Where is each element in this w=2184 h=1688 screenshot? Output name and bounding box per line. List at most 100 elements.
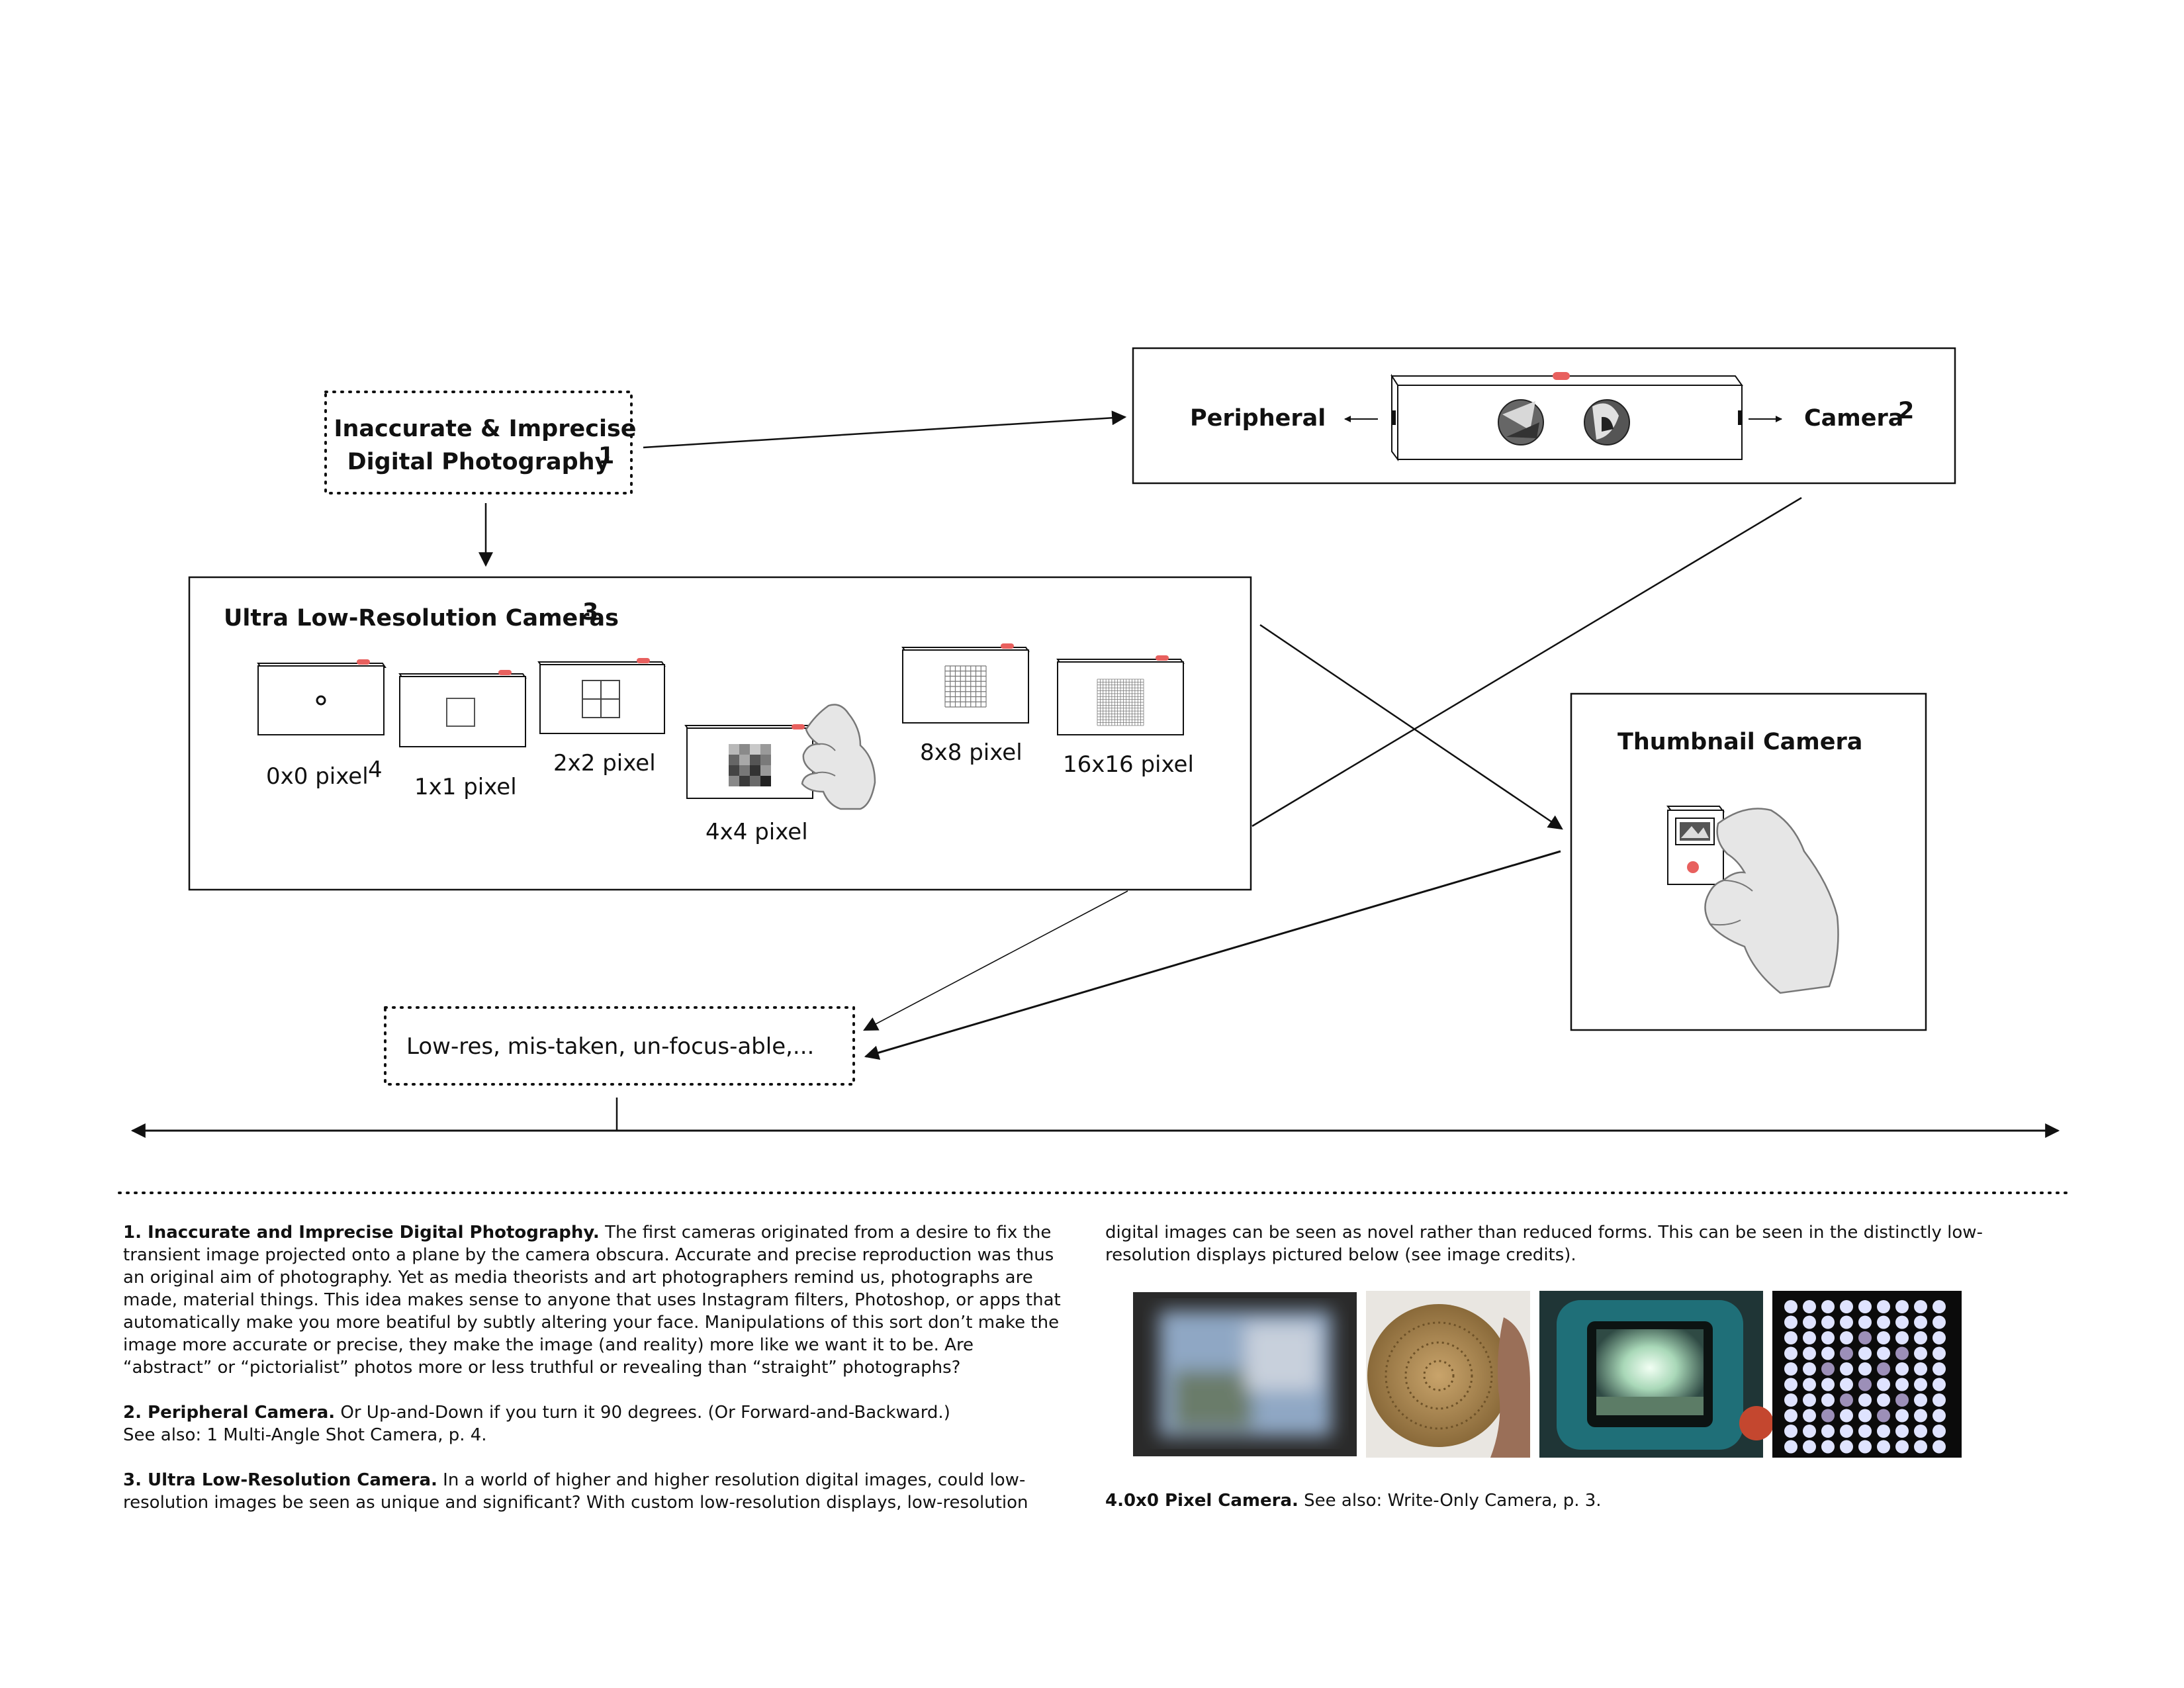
camera-2x2: 2x2 pixel: [537, 658, 666, 776]
led-dot: [1914, 1440, 1927, 1454]
led-dot: [1895, 1393, 1909, 1407]
led-dot: [1858, 1346, 1872, 1360]
led-dot: [1821, 1378, 1835, 1391]
led-dot: [1803, 1393, 1816, 1407]
led-dot: [1784, 1300, 1797, 1313]
node-ultra-low-res: Ultra Low-Resolution Cameras 3 0x0 pixel…: [188, 576, 1252, 891]
camera-4x4: 4x4 pixel: [684, 704, 876, 845]
led-dot: [1895, 1425, 1909, 1438]
led-dot: [1933, 1346, 1946, 1360]
led-dot: [1840, 1346, 1853, 1360]
led-dot: [1803, 1346, 1816, 1360]
camera-1x1-label: 1x1 pixel: [414, 774, 517, 800]
led-dot: [1784, 1315, 1797, 1329]
led-dot: [1803, 1440, 1816, 1454]
led-dot: [1858, 1362, 1872, 1376]
led-dot: [1840, 1409, 1853, 1423]
led-dot: [1914, 1331, 1927, 1344]
camera-1x1: 1x1 pixel: [398, 670, 527, 800]
led-dot: [1877, 1378, 1890, 1391]
led-dot: [1784, 1393, 1797, 1407]
camera-8x8-label: 8x8 pixel: [920, 739, 1023, 766]
camera-2x2-label: 2x2 pixel: [553, 750, 656, 776]
led-dot: [1803, 1378, 1816, 1391]
camera-icon: [1666, 806, 1725, 885]
led-dot: [1821, 1362, 1835, 1376]
led-dot: [1877, 1315, 1890, 1329]
node-inaccurate-ref: 1: [598, 443, 614, 469]
pixel-grid-4x4: [729, 744, 771, 786]
led-dot: [1858, 1331, 1872, 1344]
footnotes-left-column: 1. Inaccurate and Imprecise Digital Phot…: [123, 1221, 1066, 1536]
led-dot: [1858, 1393, 1872, 1407]
camera-0x0: 0x0 pixel 4: [257, 659, 387, 790]
led-dot: [1821, 1425, 1835, 1438]
led-dot: [1784, 1362, 1797, 1376]
credit-image-teal-tv: [1539, 1291, 1774, 1458]
led-dot: [1803, 1425, 1816, 1438]
led-dot: [1877, 1346, 1890, 1360]
camera-16x16: 16x16 pixel: [1056, 655, 1194, 778]
led-dot: [1840, 1300, 1853, 1313]
led-dot: [1840, 1331, 1853, 1344]
footnote-3-continued: digital images can be seen as novel rath…: [1105, 1223, 1983, 1265]
peripheral-right-label: Camera: [1804, 405, 1903, 432]
led-dot: [1914, 1425, 1927, 1438]
led-dot: [1877, 1425, 1890, 1438]
led-dot: [1840, 1362, 1853, 1376]
camera-16x16-label: 16x16 pixel: [1063, 751, 1194, 778]
led-dot: [1840, 1315, 1853, 1329]
led-dot: [1895, 1378, 1909, 1391]
led-dot: [1933, 1300, 1946, 1313]
camera-4x4-label: 4x4 pixel: [705, 819, 808, 845]
led-dot: [1821, 1346, 1835, 1360]
led-dot: [1914, 1300, 1927, 1313]
shutter-button: [1687, 861, 1699, 873]
node-peripheral-camera: Peripheral Camera 2: [1132, 347, 1956, 485]
led-dot: [1895, 1440, 1909, 1454]
footnote-4: 4.0x0 Pixel Camera. See also: Write-Only…: [1105, 1491, 1602, 1511]
led-dot: [1914, 1378, 1927, 1391]
node-lowres: Low-res, mis-taken, un-focus-able,...: [384, 1006, 855, 1086]
node-inaccurate-line2: Digital Photography: [347, 449, 610, 475]
led-dot: [1877, 1331, 1890, 1344]
led-dot: [1784, 1331, 1797, 1344]
credit-image-wooden-disc: [1366, 1291, 1530, 1458]
led-dot: [1821, 1393, 1835, 1407]
led-dot: [1784, 1425, 1797, 1438]
led-dot: [1803, 1362, 1816, 1376]
camera-0x0-label: 0x0 pixel: [266, 763, 369, 790]
led-dot: [1895, 1409, 1909, 1423]
led-dot: [1895, 1331, 1909, 1344]
led-dot: [1933, 1378, 1946, 1391]
led-dot: [1803, 1315, 1816, 1329]
footnote-3: 3. Ultra Low-Resolution Camera. In a wor…: [123, 1470, 1028, 1513]
led-dot: [1840, 1425, 1853, 1438]
led-dot: [1933, 1315, 1946, 1329]
credit-image-blurred-display: [1133, 1292, 1357, 1456]
credit-image-led-grid: [1772, 1291, 1962, 1458]
led-dot: [1914, 1409, 1927, 1423]
lowres-text: Low-res, mis-taken, un-focus-able,...: [406, 1033, 814, 1060]
led-dot: [1784, 1440, 1797, 1454]
led-dot: [1895, 1315, 1909, 1329]
led-dot: [1821, 1315, 1835, 1329]
led-dot: [1803, 1409, 1816, 1423]
led-dot: [1821, 1409, 1835, 1423]
line-peripheral-to-ultra: [1251, 496, 1802, 827]
pixel-grid-8x8: [944, 665, 987, 708]
led-dot: [1877, 1409, 1890, 1423]
credit-images: [1133, 1291, 1962, 1458]
led-dot: [1877, 1440, 1890, 1454]
led-dot: [1784, 1378, 1797, 1391]
led-dot: [1840, 1440, 1853, 1454]
led-dot: [1914, 1393, 1927, 1407]
led-dot: [1821, 1300, 1835, 1313]
arrow-inaccurate-to-peripheral: [643, 410, 1127, 449]
peripheral-ref: 2: [1898, 398, 1914, 424]
arrow-ultra-to-thumbnail: [1259, 624, 1563, 830]
led-dot: [1840, 1378, 1853, 1391]
arrow-thumbnail-to-lowres: [864, 850, 1561, 1060]
peripheral-left-label: Peripheral: [1190, 405, 1326, 432]
